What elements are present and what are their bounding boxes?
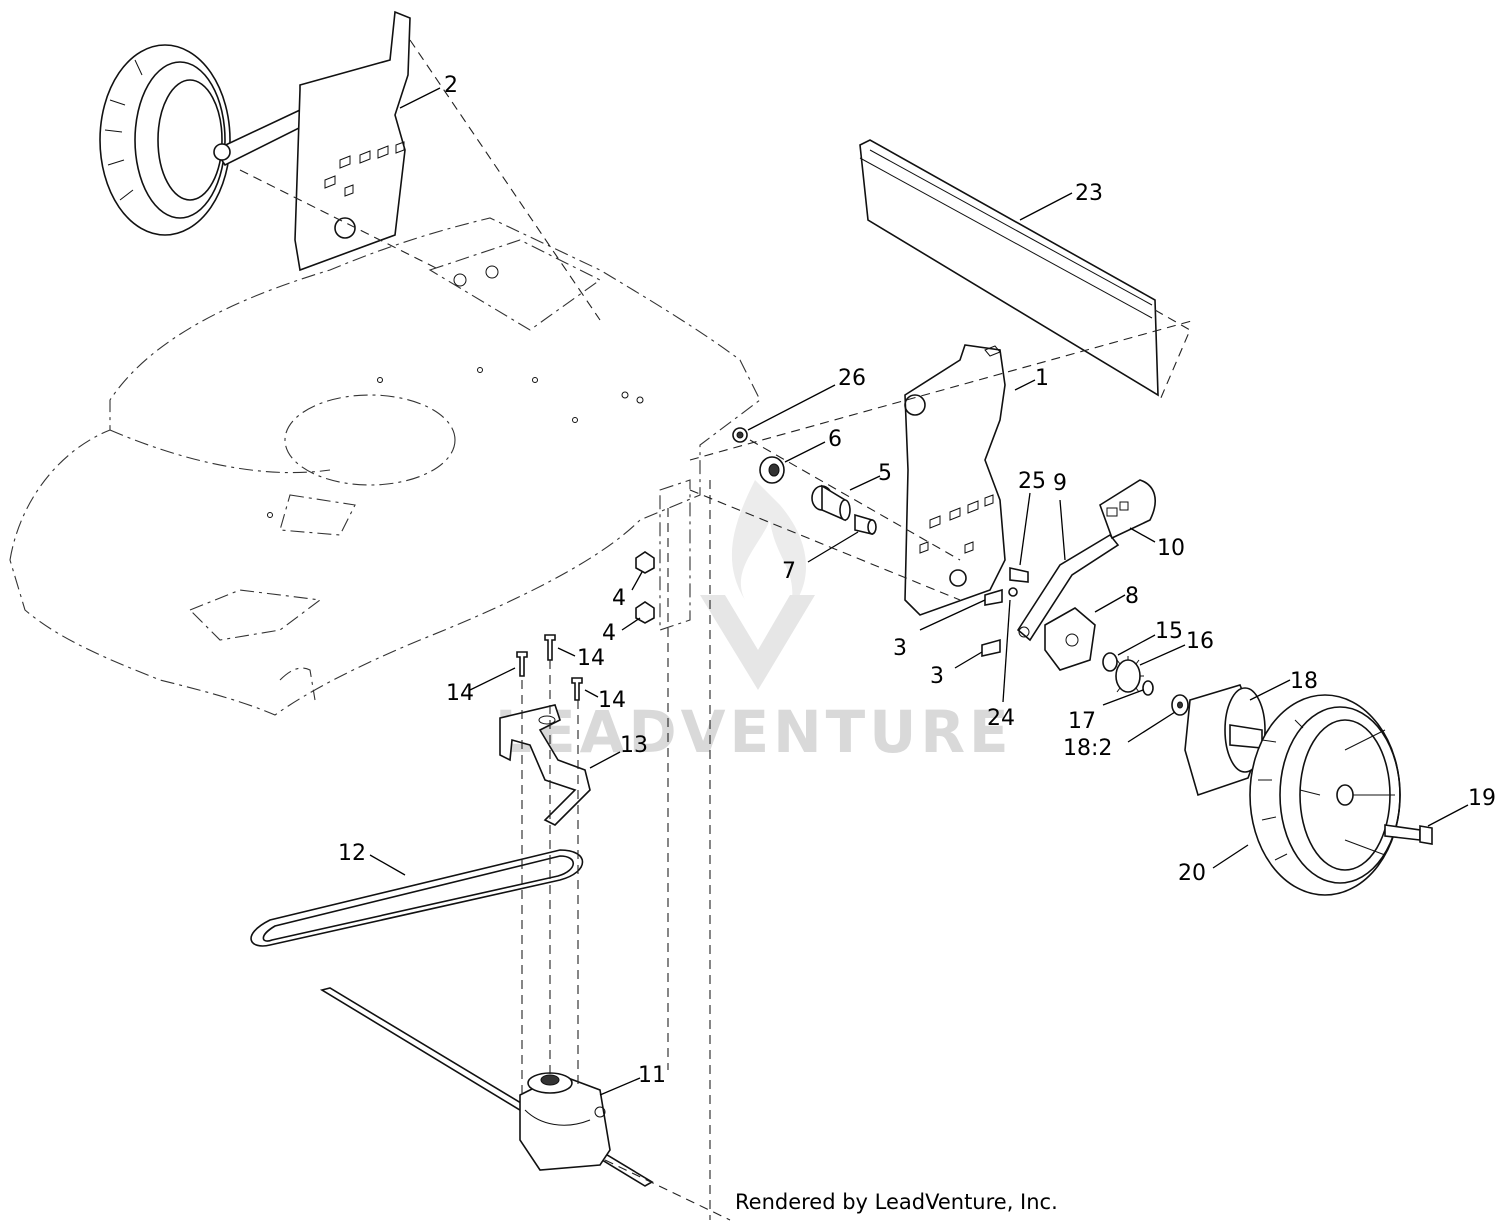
leader-13 xyxy=(589,751,621,769)
height-adjuster-plate xyxy=(904,344,1006,616)
leader-16 xyxy=(1139,644,1186,666)
callout-10: 10 xyxy=(1157,536,1185,561)
leader-7 xyxy=(807,531,859,563)
callout-14b: 14 xyxy=(577,646,605,671)
mower-deck xyxy=(9,217,761,716)
rear-wheel-assembly xyxy=(99,10,601,321)
callout-16: 16 xyxy=(1186,629,1214,654)
part-17-ring xyxy=(1142,680,1154,696)
leader-14b xyxy=(557,647,576,657)
callout-14a: 14 xyxy=(446,681,474,706)
part-16-pinion-gear xyxy=(1115,656,1144,693)
callout-9: 9 xyxy=(1053,471,1067,496)
part-24 xyxy=(1008,587,1018,597)
part-6-washer xyxy=(759,456,785,484)
leader-5 xyxy=(849,475,881,491)
leader-25 xyxy=(1019,492,1031,566)
leader-23 xyxy=(1019,192,1073,221)
callout-6: 6 xyxy=(828,427,842,452)
part-3-bolts xyxy=(981,588,1003,657)
callout-2: 2 xyxy=(444,73,458,98)
watermark-logo xyxy=(700,480,815,690)
assembly-lines xyxy=(521,480,731,1221)
callout-13: 13 xyxy=(620,733,648,758)
leader-6 xyxy=(784,441,826,463)
callout-11: 11 xyxy=(638,1063,666,1088)
leader-3b xyxy=(954,651,983,669)
callout-7: 7 xyxy=(782,559,796,584)
leader-26 xyxy=(747,384,836,431)
leader-2 xyxy=(399,87,441,109)
part-10-knob xyxy=(1099,479,1156,540)
alignment-line-2 xyxy=(749,439,961,561)
part-26-nut xyxy=(732,427,748,443)
callout-8: 8 xyxy=(1125,584,1139,609)
part-15-washer xyxy=(1102,652,1118,672)
part-9-lever xyxy=(1016,533,1120,642)
callout-14c: 14 xyxy=(598,688,626,713)
leader-18-2 xyxy=(1127,711,1176,743)
callout-26: 26 xyxy=(838,366,866,391)
leader-14c xyxy=(584,689,599,698)
callout-23: 23 xyxy=(1075,181,1103,206)
callout-19: 19 xyxy=(1468,786,1496,811)
callout-1: 1 xyxy=(1035,366,1049,391)
leader-1 xyxy=(1014,379,1036,391)
callout-3a: 3 xyxy=(893,636,907,661)
leader-4b xyxy=(621,617,641,631)
part-25-bolt xyxy=(1009,567,1029,583)
leader-8 xyxy=(1094,594,1126,613)
part-20-front-wheel xyxy=(1249,694,1401,896)
leader-18 xyxy=(1249,679,1291,701)
leader-10 xyxy=(1129,527,1156,543)
part-12-drive-belt xyxy=(250,849,584,947)
callout-15: 15 xyxy=(1155,619,1183,644)
leader-9 xyxy=(1059,499,1066,561)
part-19-bolt xyxy=(1384,824,1433,845)
callout-18: 18 xyxy=(1290,669,1318,694)
part-5-bushing xyxy=(811,484,851,522)
callout-12: 12 xyxy=(338,841,366,866)
leader-17 xyxy=(1102,689,1144,706)
callout-17: 17 xyxy=(1068,709,1096,734)
part-7-spacer xyxy=(854,513,877,536)
leader-14a xyxy=(469,667,516,691)
callout-20: 20 xyxy=(1178,861,1206,886)
part-14-screws xyxy=(516,634,583,701)
leader-15 xyxy=(1117,634,1156,656)
leader-4a xyxy=(631,571,643,591)
callout-3b: 3 xyxy=(930,664,944,689)
rear-flap xyxy=(859,139,1191,401)
leader-3a xyxy=(919,599,986,631)
leader-12 xyxy=(369,854,406,876)
part-11-transmission xyxy=(319,987,654,1187)
callout-5: 5 xyxy=(878,461,892,486)
part-4-nuts xyxy=(635,551,655,624)
credit-text: Rendered by LeadVenture, Inc. xyxy=(735,1190,1058,1214)
watermark-text: LEADVENTURE xyxy=(495,698,1013,766)
leader-19 xyxy=(1427,804,1469,827)
leader-20 xyxy=(1212,844,1249,869)
alignment-line-1 xyxy=(689,319,1196,461)
part-18-drive-hub xyxy=(1184,684,1266,797)
callout-18-2: 18:2 xyxy=(1063,736,1112,761)
part-18-2-washer xyxy=(1171,694,1189,716)
callout-25: 25 xyxy=(1018,469,1046,494)
alignment-line-3 xyxy=(689,489,961,601)
callout-4b: 4 xyxy=(602,621,616,646)
leader-11 xyxy=(599,1077,641,1096)
callout-24: 24 xyxy=(987,706,1015,731)
leader-24 xyxy=(1002,599,1011,703)
part-8-bracket xyxy=(1044,607,1096,671)
callout-4a: 4 xyxy=(612,586,626,611)
